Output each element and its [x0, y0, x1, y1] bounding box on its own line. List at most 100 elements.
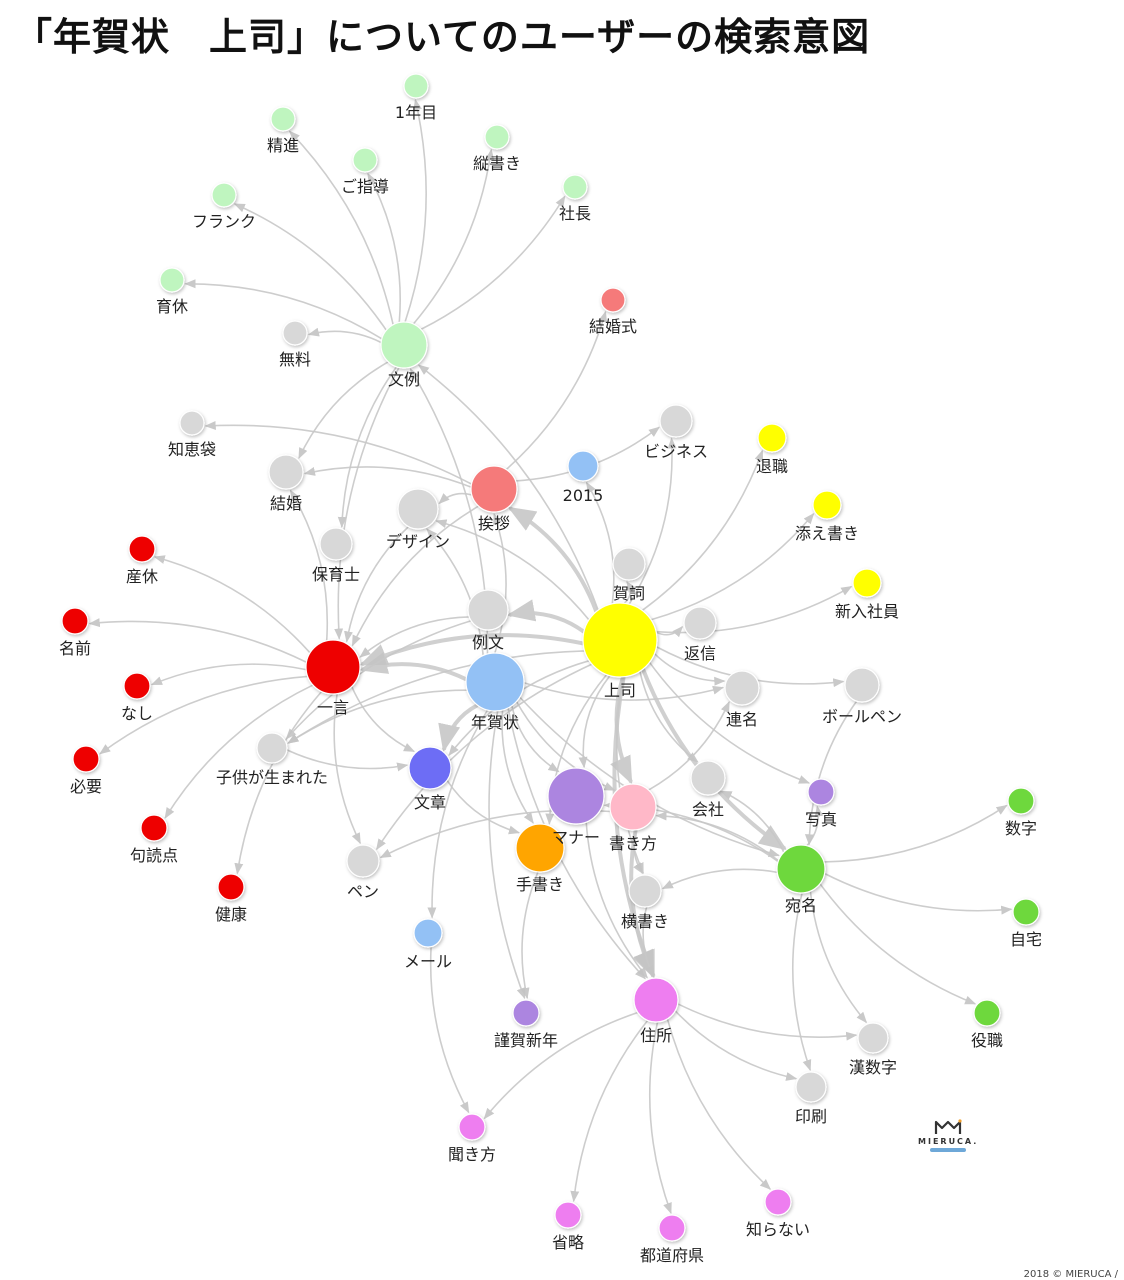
node-henshin[interactable]: [683, 606, 717, 640]
node-kekkon[interactable]: [268, 454, 304, 490]
edge-bunrei-kekkon: [298, 361, 389, 460]
node-label-shinnyu: 新入社員: [835, 602, 899, 621]
mieruca-logo: MIERUCA.: [918, 1118, 978, 1152]
node-kekkonshiki[interactable]: [600, 287, 626, 313]
node-kenko[interactable]: [217, 873, 245, 901]
node-frank[interactable]: [211, 182, 237, 208]
edge-joshi-y2015: [585, 481, 615, 604]
node-hoikushi[interactable]: [319, 527, 353, 561]
edge-bunrei-ichinenme: [404, 98, 427, 323]
node-jusho[interactable]: [633, 977, 679, 1023]
node-label-taishoku: 退職: [756, 457, 788, 476]
node-kinga[interactable]: [512, 999, 540, 1027]
node-label-ichinenme: 1年目: [395, 103, 437, 122]
node-suji[interactable]: [1007, 787, 1035, 815]
node-label-kodomo: 子供が生まれた: [216, 768, 328, 787]
node-pen[interactable]: [346, 844, 380, 878]
node-reibun[interactable]: [467, 589, 509, 631]
node-label-insatsu: 印刷: [795, 1107, 827, 1126]
node-shacho[interactable]: [562, 174, 588, 200]
node-kansuji[interactable]: [857, 1022, 889, 1054]
node-label-bunsho: 文章: [414, 793, 446, 812]
node-aisatsu[interactable]: [470, 465, 518, 513]
node-label-pen: ペン: [347, 882, 379, 901]
node-label-nengajo: 年賀状: [471, 713, 519, 732]
node-namae[interactable]: [61, 607, 89, 635]
edge-joshi-henshin: [655, 625, 684, 638]
node-bunrei[interactable]: [380, 321, 428, 369]
node-design[interactable]: [397, 488, 439, 530]
node-label-muryo: 無料: [279, 350, 311, 369]
node-ichinenme[interactable]: [403, 73, 429, 99]
edge-nengajo-hitokoto: [359, 652, 467, 682]
edge-bunrei-tategaki: [412, 148, 495, 325]
node-label-jitaku: 自宅: [1010, 930, 1042, 949]
node-muryo[interactable]: [282, 320, 308, 346]
edge-bunrei-goshido: [367, 172, 402, 323]
node-jitaku[interactable]: [1012, 898, 1040, 926]
node-kodomo[interactable]: [256, 732, 288, 764]
node-insatsu[interactable]: [795, 1071, 827, 1103]
mieruca-cat-icon: [934, 1119, 962, 1134]
node-label-nashi: なし: [121, 704, 153, 723]
node-kutoten[interactable]: [140, 814, 168, 842]
node-hitokoto[interactable]: [305, 639, 361, 695]
node-ikukyu[interactable]: [159, 267, 185, 293]
edge-atena-yokogaki: [661, 868, 778, 890]
copyright-text: 2018 © MIERUCA /: [1023, 1269, 1118, 1280]
node-joshi[interactable]: [582, 602, 658, 678]
edge-bunrei-hitokoto: [334, 367, 400, 640]
edge-yokogaki-jusho: [642, 906, 655, 978]
node-shoryaku[interactable]: [554, 1201, 582, 1229]
node-yokogaki[interactable]: [628, 874, 662, 908]
node-label-shiranai: 知らない: [746, 1220, 810, 1239]
node-chiebukuro[interactable]: [179, 410, 205, 436]
edge-mail-kikikata: [429, 946, 470, 1114]
node-taishoku[interactable]: [757, 423, 787, 453]
node-ballpen[interactable]: [844, 667, 880, 703]
node-label-hitokoto: 一言: [317, 698, 349, 717]
node-sankyu[interactable]: [128, 535, 156, 563]
edge-hitokoto-nashi: [150, 663, 307, 686]
node-kikikata[interactable]: [458, 1113, 486, 1141]
node-business[interactable]: [659, 404, 693, 438]
node-tategaki[interactable]: [484, 124, 510, 150]
node-kakikata[interactable]: [609, 783, 657, 831]
node-atena[interactable]: [776, 844, 826, 894]
node-label-todofuken: 都道府県: [640, 1246, 704, 1265]
node-y2015[interactable]: [567, 450, 599, 482]
node-label-gashi: 賀詞: [613, 584, 645, 603]
edge-nengajo-mail: [427, 709, 489, 919]
node-label-kakikata: 書き方: [609, 834, 657, 853]
node-nashi[interactable]: [123, 672, 151, 700]
node-kaisha[interactable]: [690, 760, 726, 796]
edge-joshi-aisatsu: [507, 506, 599, 613]
node-shiranai[interactable]: [764, 1188, 792, 1216]
edge-atena-jitaku: [824, 872, 1013, 915]
node-label-kekkon: 結婚: [270, 494, 302, 513]
node-yakushoku[interactable]: [973, 999, 1001, 1027]
node-goshido[interactable]: [352, 147, 378, 173]
node-bunsho[interactable]: [408, 746, 452, 790]
node-hitsuyo[interactable]: [72, 745, 100, 773]
edge-bunrei-ikukyu: [184, 279, 383, 340]
node-label-renmei: 連名: [726, 710, 758, 729]
edge-atena-yakushoku: [819, 883, 977, 1005]
edge-nengajo-tegaki: [501, 709, 534, 824]
node-gashi[interactable]: [612, 547, 646, 581]
node-seishin[interactable]: [270, 106, 296, 132]
node-shashin[interactable]: [807, 778, 835, 806]
edge-nengajo-kinga: [488, 710, 526, 1000]
edge-nengajo-bunsho: [438, 703, 479, 753]
node-label-shoryaku: 省略: [552, 1233, 584, 1252]
node-tegaki[interactable]: [515, 823, 565, 873]
node-soegaki[interactable]: [812, 490, 842, 520]
edge-hitokoto-sankyu: [153, 555, 311, 654]
node-label-joshi: 上司: [604, 681, 636, 700]
node-todofuken[interactable]: [658, 1214, 686, 1242]
node-shinnyu[interactable]: [852, 568, 882, 598]
node-manner[interactable]: [547, 767, 605, 825]
node-mail[interactable]: [413, 918, 443, 948]
node-nengajo[interactable]: [465, 652, 525, 712]
node-renmei[interactable]: [724, 670, 760, 706]
